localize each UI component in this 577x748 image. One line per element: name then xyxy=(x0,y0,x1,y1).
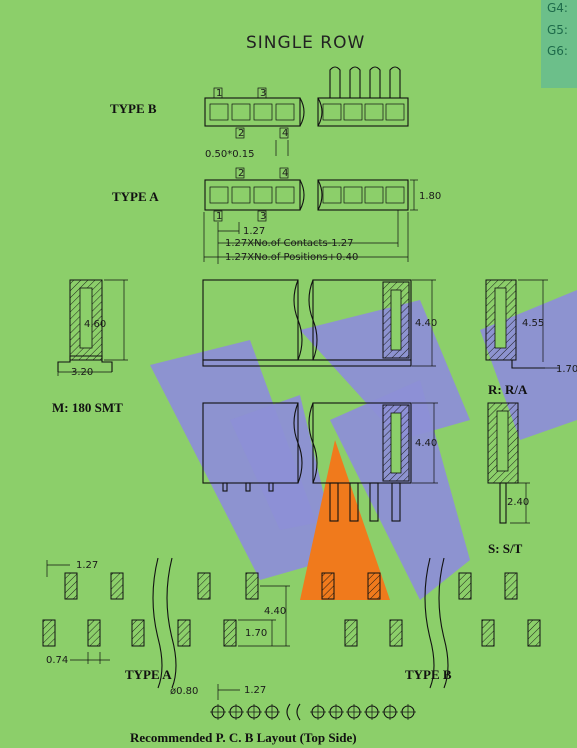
dim-label: 1.27XNo.of Contacts-1.27 xyxy=(225,238,354,249)
accent-triangle xyxy=(300,440,390,600)
pin-label: 1 xyxy=(216,88,222,99)
st-label: S: S/T xyxy=(488,541,523,556)
pin-label: 4 xyxy=(282,128,288,139)
front-view-st: 4.40 xyxy=(202,402,438,522)
pin-label: 1 xyxy=(216,211,222,222)
type-a-drawing: TYPE A 2 4 1 3 1.80 1.27 1.27XNo.of Cont… xyxy=(112,167,441,264)
dim-label: 4.40 xyxy=(415,318,437,329)
legend-tag-box: G4: G5: G6: xyxy=(541,0,577,88)
pcb-layout: 1.27 4.40 1.70 0.74 TYPE A TYPE B xyxy=(42,557,541,745)
smt-side-view: 4.60 3.20 M: 180 SMT xyxy=(52,279,128,415)
dim-label: ø0.80 xyxy=(170,686,198,697)
dim-label: 0.50*0.15 xyxy=(205,149,255,160)
page-title: SINGLE ROW xyxy=(246,33,365,53)
dim-label: 0.74 xyxy=(46,655,68,666)
dim-label: 3.20 xyxy=(71,367,93,378)
dim-label: 1.70 xyxy=(245,628,267,639)
type-a-label: TYPE A xyxy=(112,189,159,204)
legend-tag: G6: xyxy=(547,44,568,58)
dim-label: 4.40 xyxy=(264,606,286,617)
ra-label: R: R/A xyxy=(488,382,528,397)
dim-label: 1.80 xyxy=(419,191,441,202)
dim-label: 1.27 xyxy=(244,685,266,696)
layout-type-b-label: TYPE B xyxy=(405,667,452,682)
type-b-label: TYPE B xyxy=(110,101,157,116)
front-view-smt: 4.40 xyxy=(202,279,437,367)
dim-label: 1.27XNo.of Positions+0.40 xyxy=(225,252,358,263)
pcb-holes xyxy=(210,703,416,721)
dim-label: 4.60 xyxy=(84,319,106,330)
pin-label: 2 xyxy=(238,128,244,139)
st-side-view: 2.40 S: S/T xyxy=(487,402,530,556)
pin-label: 3 xyxy=(260,88,266,99)
layout-caption: Recommended P. C. B Layout (Top Side) xyxy=(130,730,357,745)
layout-type-a-label: TYPE A xyxy=(125,667,172,682)
legend-tag: G4: xyxy=(547,1,568,15)
dim-label: 1.27 xyxy=(243,226,265,237)
type-b-drawing: TYPE B 1 3 2 4 0.50*0.15 xyxy=(110,66,409,160)
dim-label: 2.40 xyxy=(507,497,529,508)
smt-label: M: 180 SMT xyxy=(52,400,123,415)
pin-label: 3 xyxy=(260,211,266,222)
dim-label: 4.40 xyxy=(415,438,437,449)
ra-side-view: 4.55 1.70 R: R/A xyxy=(485,279,577,397)
dim-label: 1.70 xyxy=(556,364,577,375)
dim-label: 1.27 xyxy=(76,560,98,571)
dim-label: 4.55 xyxy=(522,318,544,329)
pin-label: 4 xyxy=(282,168,288,179)
pin-label: 2 xyxy=(238,168,244,179)
legend-tag: G5: xyxy=(547,23,568,37)
